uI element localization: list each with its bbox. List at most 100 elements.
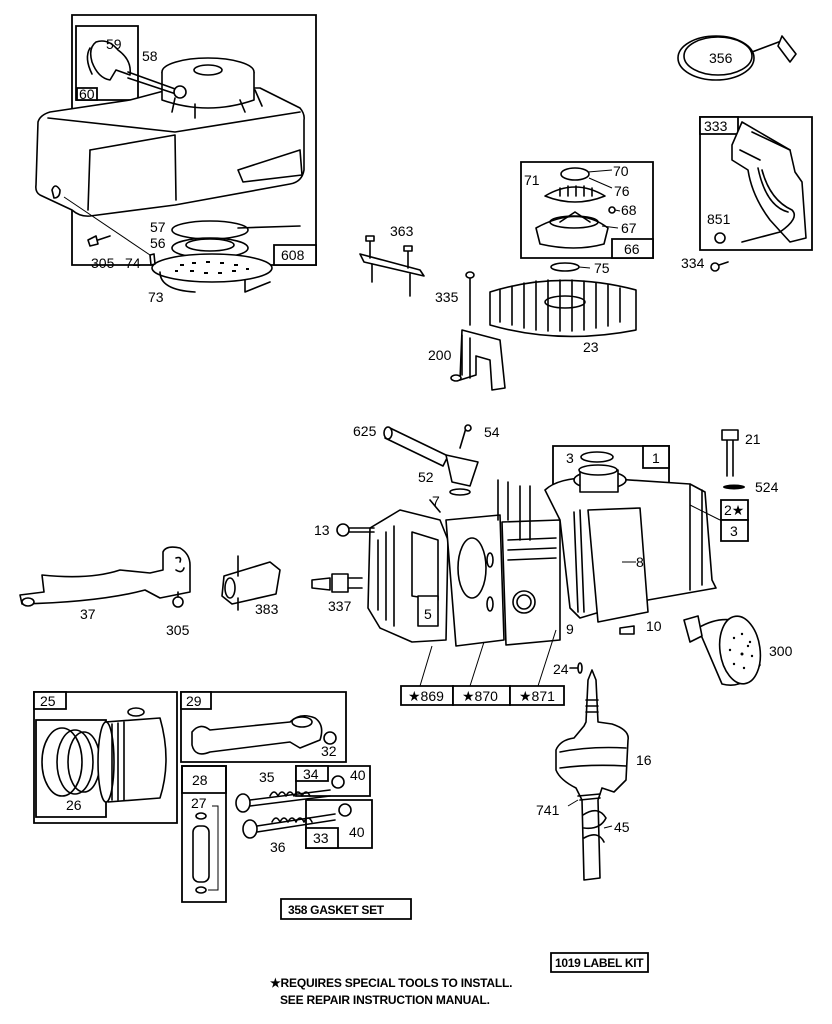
callout-363: 363	[390, 223, 414, 239]
breather-tube-625	[385, 428, 448, 466]
callout-305: 305	[91, 255, 115, 271]
callout-70: 70	[613, 163, 629, 179]
callout-625: 625	[353, 423, 377, 439]
callout-27: 27	[191, 795, 207, 811]
callout-40-bottom: 40	[349, 824, 365, 840]
rewind-spring	[172, 221, 248, 239]
callout-29: 29	[186, 693, 202, 709]
blower-housing	[36, 88, 304, 216]
callout-7: 7	[432, 493, 440, 509]
crankshaft-group: 16 741 45	[536, 670, 652, 880]
callout-23: 23	[583, 339, 599, 355]
callout-67: 67	[621, 220, 637, 236]
governor-link-383	[222, 562, 280, 604]
callout-24: 24	[553, 661, 569, 677]
callout-36: 36	[270, 839, 286, 855]
callout-334: 334	[681, 255, 705, 271]
piston-group: 25 26 29 32 28 27 34 40 33 40	[34, 692, 372, 902]
callout-60: 60	[79, 86, 95, 102]
callout-45: 45	[614, 819, 630, 835]
callout-524: 524	[755, 479, 779, 495]
callout-13: 13	[314, 522, 330, 538]
callout-333: 333	[704, 118, 728, 134]
callout-58: 58	[142, 48, 158, 64]
callout-3-seal: 3	[730, 523, 738, 539]
gasket-set-label: 358 GASKET SET	[288, 903, 385, 917]
bracket-200	[460, 330, 505, 390]
label-kit-box	[551, 953, 648, 972]
connecting-rod	[192, 716, 322, 754]
engine-block-group: 625 54 52 5 7 13 337 ★869 ★870	[312, 423, 793, 705]
callout-54: 54	[484, 424, 500, 440]
callout-35: 35	[259, 769, 275, 785]
rotating-screen	[152, 254, 272, 282]
piston	[105, 718, 166, 802]
footnote-line-2: SEE REPAIR INSTRUCTION MANUAL.	[280, 993, 490, 1007]
blower-housing-group: 59 58 60 608 57 56 305 74 73	[36, 15, 316, 305]
callout-869: ★869	[408, 688, 444, 704]
assembly-box-29	[181, 692, 346, 762]
callout-300: 300	[769, 643, 793, 659]
callout-76: 76	[614, 183, 630, 199]
ground-wire-356	[678, 36, 754, 80]
callout-33: 33	[313, 830, 329, 846]
callout-356: 356	[709, 50, 733, 66]
callout-851: 851	[707, 211, 731, 227]
callout-608: 608	[281, 247, 305, 263]
callout-26: 26	[66, 797, 82, 813]
gasket-set-box	[281, 899, 411, 919]
assembly-box-60	[76, 26, 138, 100]
callout-3-top: 3	[566, 450, 574, 466]
ignition-group: 356 333 851 334	[678, 36, 812, 271]
callout-10: 10	[646, 618, 662, 634]
callout-57: 57	[150, 219, 166, 235]
assembly-box-25	[34, 692, 177, 823]
callout-305-left: 305	[166, 622, 190, 638]
footnote-line-1: ★REQUIRES SPECIAL TOOLS TO INSTALL.	[270, 976, 512, 990]
piston-pin	[193, 826, 209, 882]
label-kit-label: 1019 LABEL KIT	[555, 956, 644, 970]
callout-73: 73	[148, 289, 164, 305]
callout-5: 5	[424, 606, 432, 622]
assembly-box-66	[521, 162, 653, 258]
callout-871: ★871	[519, 688, 555, 704]
callout-335: 335	[435, 289, 459, 305]
exhaust-valve	[236, 794, 250, 812]
callout-74: 74	[125, 255, 141, 271]
callout-75: 75	[594, 260, 610, 276]
callout-21: 21	[745, 431, 761, 447]
callout-32: 32	[321, 743, 337, 759]
callout-68: 68	[621, 202, 637, 218]
callout-40-top: 40	[350, 767, 366, 783]
callout-66: 66	[624, 241, 640, 257]
callout-200: 200	[428, 347, 452, 363]
governor-group: 37 305 383	[20, 547, 280, 638]
flywheel-group: 363 335 200 23 70 71 76 68 67 66 75	[360, 162, 653, 390]
callout-28: 28	[192, 772, 208, 788]
callout-8: 8	[636, 554, 644, 570]
crankshaft	[556, 670, 628, 880]
air-vane-37	[20, 547, 190, 604]
callout-25: 25	[40, 693, 56, 709]
callout-2-star: 2★	[724, 502, 744, 518]
callout-9: 9	[566, 621, 574, 637]
bracket-363	[360, 254, 424, 276]
callout-383: 383	[255, 601, 279, 617]
callout-71: 71	[524, 172, 540, 188]
callout-34: 34	[303, 766, 319, 782]
callout-59: 59	[106, 36, 122, 52]
callout-1: 1	[652, 450, 660, 466]
callout-56: 56	[150, 235, 166, 251]
callout-741: 741	[536, 802, 560, 818]
assembly-box-333	[700, 117, 812, 250]
starter-handle	[91, 41, 131, 80]
callout-337: 337	[328, 598, 352, 614]
intake-valve	[243, 820, 257, 838]
callout-870: ★870	[462, 688, 498, 704]
callout-16: 16	[636, 752, 652, 768]
head-gasket	[446, 515, 504, 646]
callout-52: 52	[418, 469, 434, 485]
washer-75	[551, 263, 579, 271]
callout-37: 37	[80, 606, 96, 622]
